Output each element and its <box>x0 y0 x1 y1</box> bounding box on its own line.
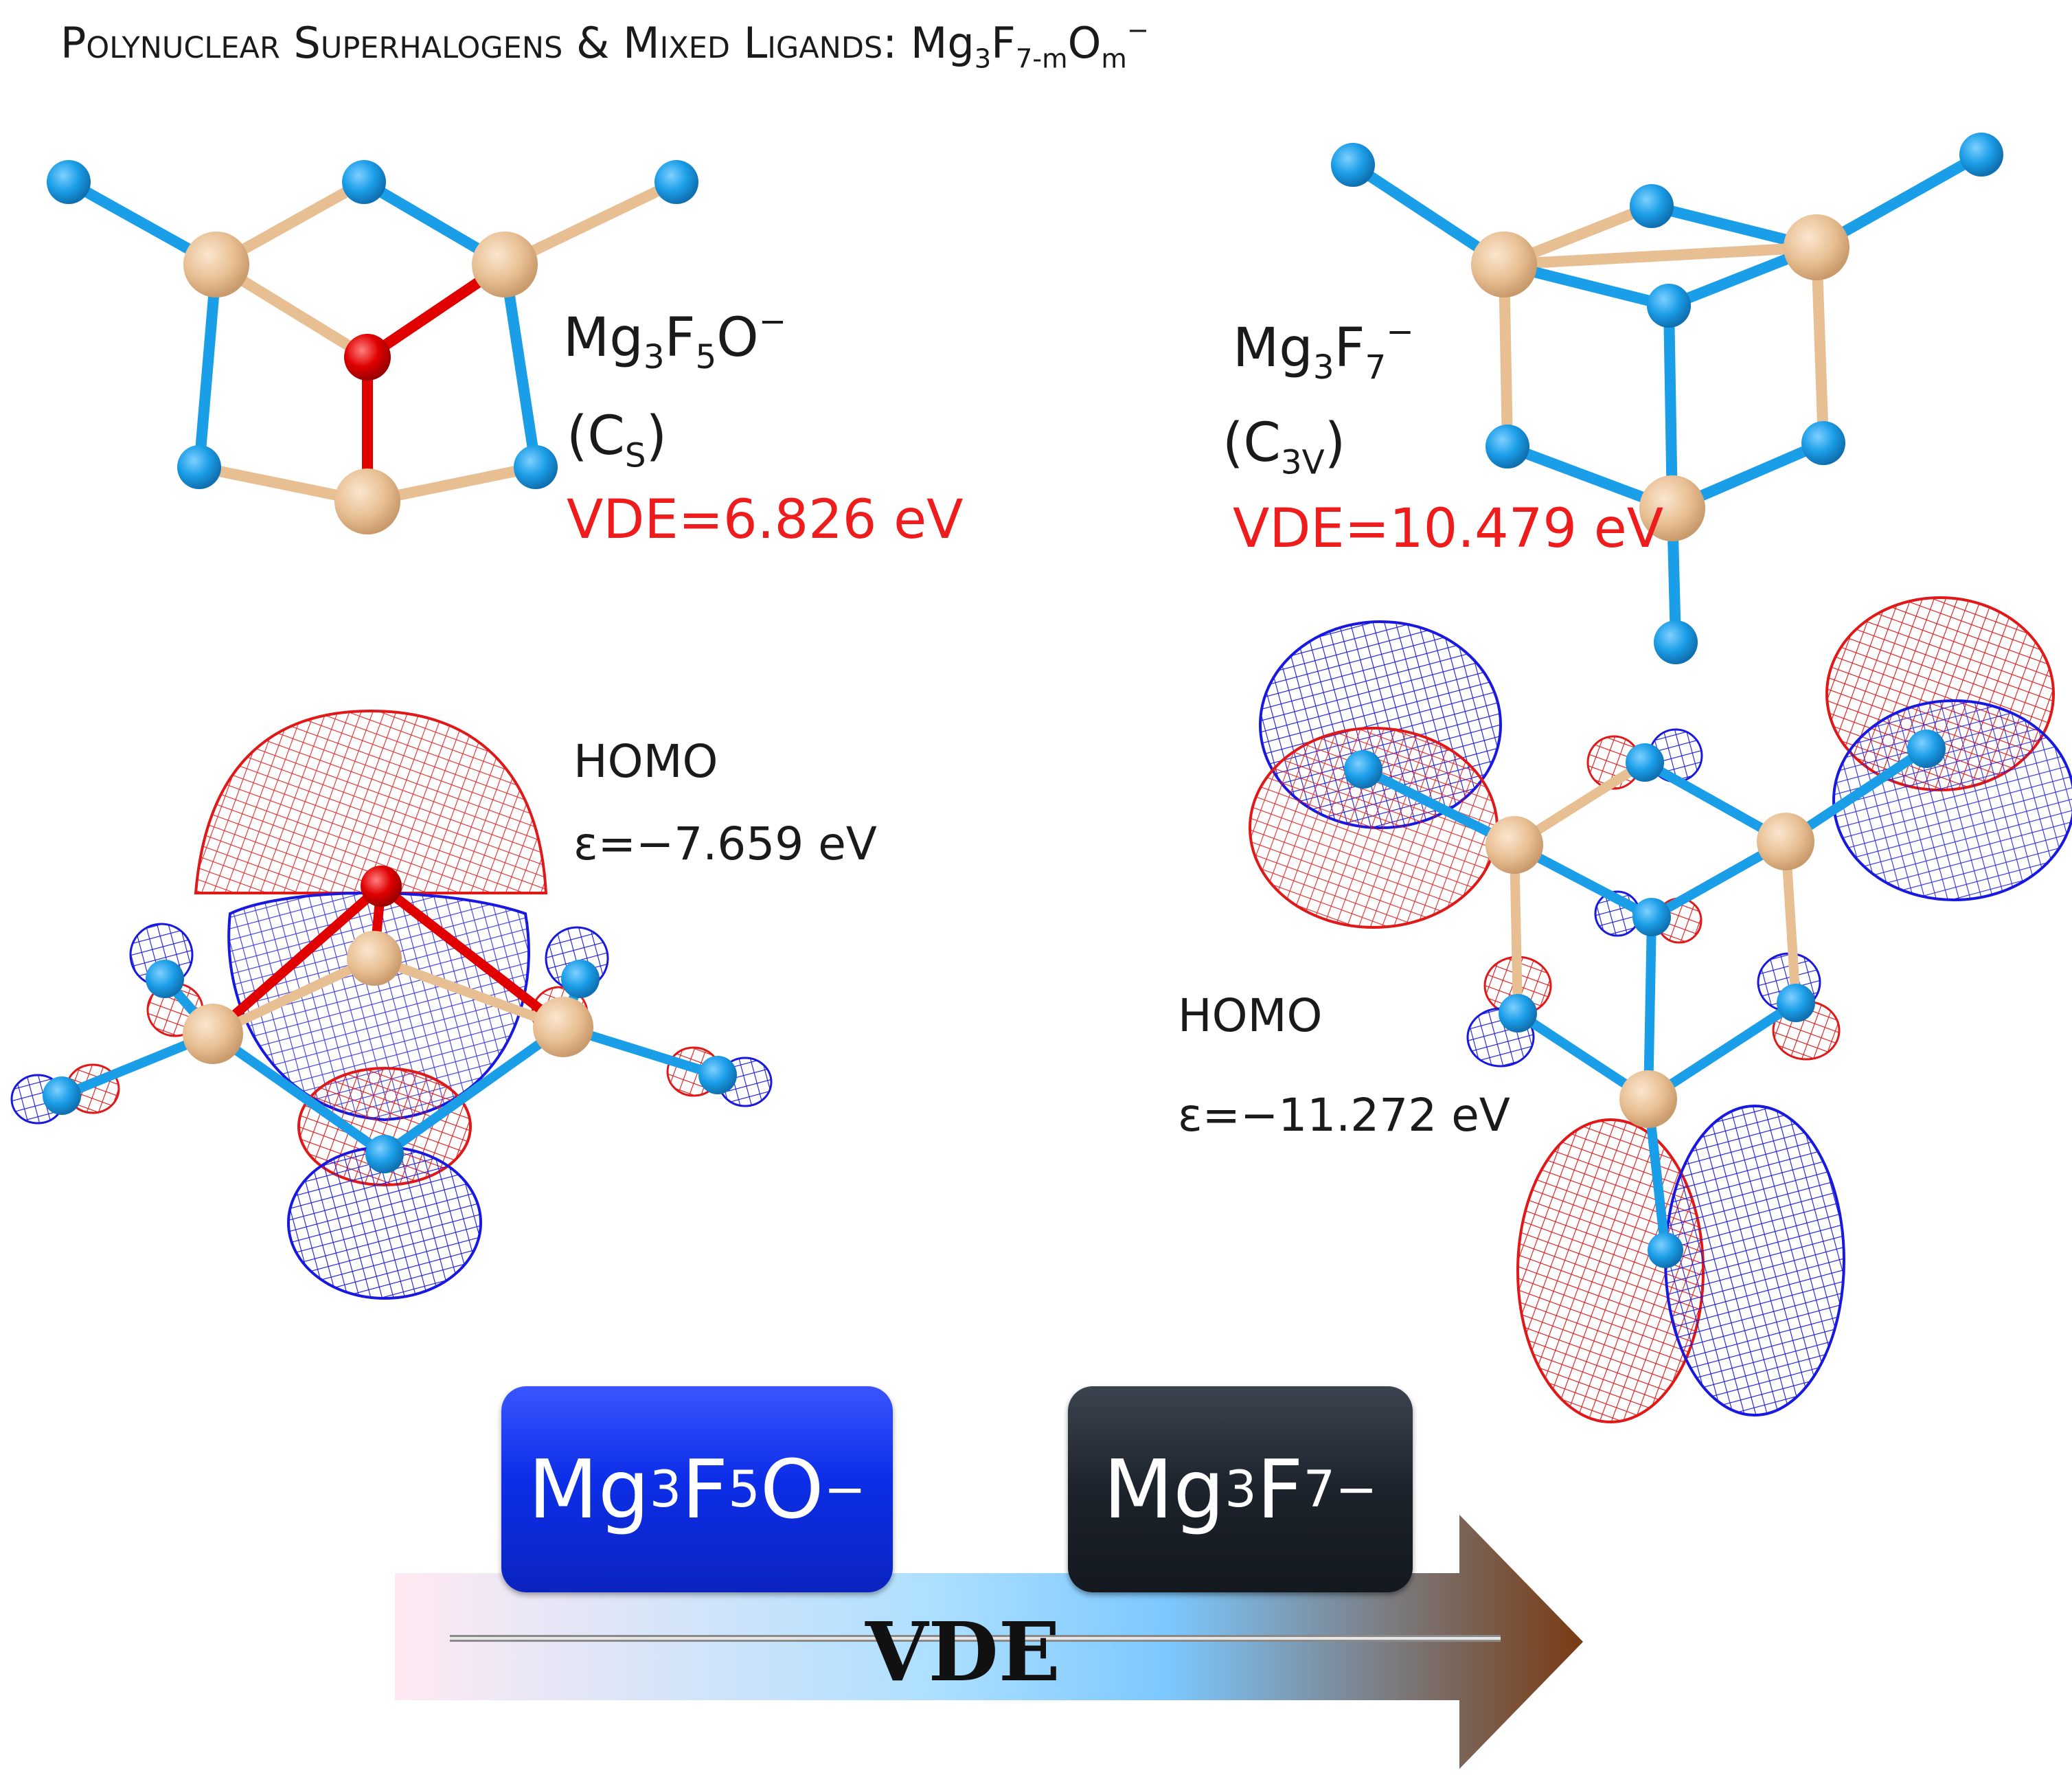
f-atom <box>1907 730 1946 768</box>
f-atom <box>1959 133 2003 177</box>
f-atom <box>146 960 184 998</box>
f-atom <box>514 445 558 489</box>
f-atom <box>1801 421 1845 465</box>
title-formula-f-sub: 7-m <box>1015 43 1068 75</box>
formula-subscript: 3 <box>643 338 665 377</box>
f-atom <box>342 160 386 204</box>
formula-part: Mg <box>528 1442 650 1537</box>
formula-charge: − <box>1386 313 1414 351</box>
molecule-mg3f5o-structure <box>47 160 698 534</box>
f-atom <box>1344 750 1382 789</box>
f-atom <box>1648 1232 1683 1268</box>
symmetry-part: (C <box>567 405 625 467</box>
symmetry-subscript: 3V <box>1280 443 1325 482</box>
formula-part: F <box>1256 1442 1303 1537</box>
formula-subscript: 3 <box>649 1460 682 1519</box>
o-atom <box>361 866 402 907</box>
f-atom <box>1647 284 1691 328</box>
orbital-lobe-red <box>194 709 548 894</box>
formula-charge: − <box>823 1460 866 1519</box>
mg-atom <box>1757 813 1814 870</box>
homo-orbital-left <box>10 709 773 1300</box>
mg-atom <box>1639 475 1705 541</box>
label-mg3f7-vde: VDE=10.479 eV <box>1233 498 1664 560</box>
label-eps-right: ε=−11.272 eV <box>1178 1089 1510 1142</box>
f-atom <box>561 960 600 998</box>
mg-atom <box>533 997 593 1057</box>
symmetry-part: ) <box>1324 412 1346 474</box>
f-atom <box>1630 184 1674 228</box>
label-mg3f5o-symmetry: (CS) <box>567 405 667 475</box>
formula-part: O <box>760 1442 824 1537</box>
formula-charge: − <box>758 302 787 341</box>
title-formula-o: O <box>1067 17 1102 68</box>
mg-atom <box>334 468 400 534</box>
formula-part: O <box>716 306 759 369</box>
label-homo-left: HOMO <box>573 735 718 788</box>
label-eps-left: ε=−7.659 eV <box>573 817 877 870</box>
formula-part: F <box>681 1442 729 1537</box>
mg-atom <box>1485 816 1543 874</box>
label-mg3f7-symmetry: (C3V) <box>1222 412 1345 482</box>
f-atom <box>1485 425 1529 468</box>
formula-charge: − <box>1335 1460 1378 1519</box>
symmetry-part: ) <box>646 405 668 467</box>
formula-part: F <box>1334 317 1365 379</box>
title-formula-charge: − <box>1126 15 1150 46</box>
f-atom <box>1331 143 1375 187</box>
mg-atom <box>1471 232 1537 297</box>
f-atom <box>1626 743 1664 782</box>
f-atom <box>654 160 698 204</box>
symmetry-part: (C <box>1222 412 1281 474</box>
f-atom <box>43 1076 81 1115</box>
f-atom <box>47 160 91 204</box>
label-mg3f7-formula: Mg3F7− <box>1233 313 1414 387</box>
label-homo-right: HOMO <box>1178 989 1323 1042</box>
formula-part: Mg <box>563 306 644 369</box>
orbital-lobe-blue <box>1664 1105 1845 1416</box>
f-atom <box>1654 620 1698 664</box>
f-atom <box>365 1135 404 1173</box>
formula-subscript: 3 <box>1225 1460 1257 1519</box>
mg-atom <box>1619 1070 1677 1128</box>
o-atom <box>344 334 391 381</box>
label-mg3f5o-vde: VDE=6.826 eV <box>567 489 964 551</box>
formula-subscript: 7 <box>1303 1460 1336 1519</box>
f-atom <box>1777 984 1815 1022</box>
formula-subscript: 7 <box>1365 348 1387 387</box>
title-formula-mg: Mg <box>910 17 975 68</box>
figure-title: Polynuclear Superhalogens & Mixed Ligand… <box>60 15 1149 75</box>
formula-part: Mg <box>1103 1442 1225 1537</box>
formula-subscript: 3 <box>1312 348 1334 387</box>
vde-axis-label: VDE <box>865 1604 1060 1700</box>
f-atom <box>698 1056 737 1094</box>
label-mg3f5o-formula: Mg3F5O− <box>563 302 786 376</box>
formula-subscript: 5 <box>728 1460 760 1519</box>
title-text: Polynuclear Superhalogens & Mixed Ligand… <box>60 17 898 68</box>
mg-atom <box>472 232 538 297</box>
f-atom <box>1632 898 1671 936</box>
homo-orbital-right <box>1249 596 2072 1423</box>
molecule-mg3f7-structure <box>1331 133 2003 664</box>
title-formula-f: F <box>991 17 1016 68</box>
formula-subscript: 5 <box>695 338 717 377</box>
symmetry-subscript: S <box>624 436 646 475</box>
f-atom <box>1499 994 1537 1032</box>
formula-part: Mg <box>1233 317 1313 379</box>
mg-atom <box>183 232 249 297</box>
formula-part: F <box>664 306 696 369</box>
title-formula-o-sub: m <box>1101 43 1127 75</box>
title-formula: Mg3F7-mOm− <box>910 15 1150 75</box>
orbital-lobe-blue <box>1832 699 2072 901</box>
title-formula-mg-sub: 3 <box>974 43 992 75</box>
mg-atom <box>347 931 402 986</box>
f-atom <box>177 445 221 489</box>
mg-atom <box>1784 214 1849 280</box>
mg-atom <box>183 1004 243 1064</box>
